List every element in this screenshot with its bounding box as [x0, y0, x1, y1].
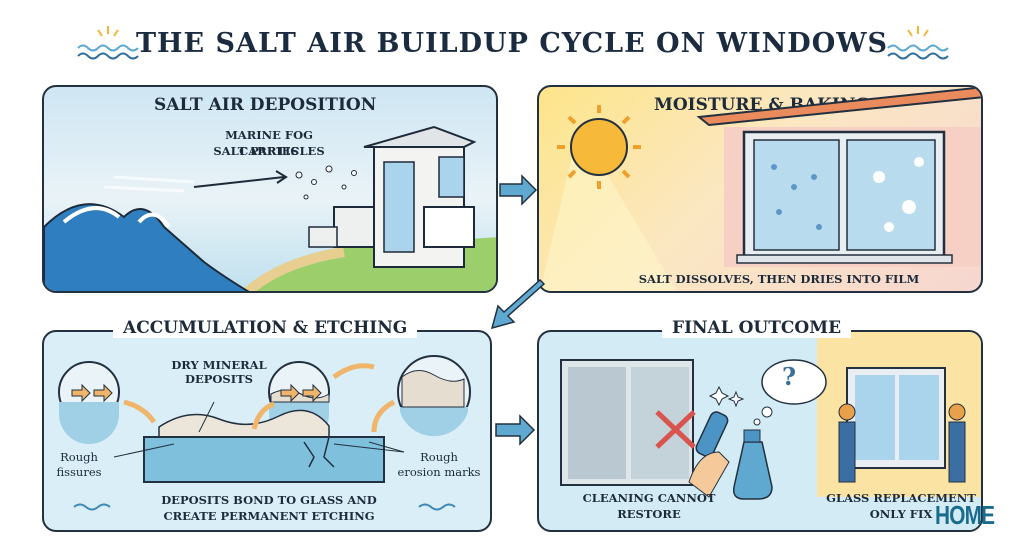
panel-moisture-baking: MOISTURE & BAKING SALT DISSOLVES, THEN D…	[537, 85, 983, 293]
caption-line: ONLY FIX	[869, 507, 933, 521]
worker-icon	[838, 403, 856, 483]
caption-line: CLEANING CANNOT	[582, 491, 716, 505]
caption-line: MARINE FOG CARRIES	[225, 128, 313, 158]
watermark-logo: HOME	[935, 500, 995, 530]
label-line: Rough	[60, 450, 98, 464]
caption-line: GLASS REPLACEMENT	[826, 491, 976, 505]
question-mark: ?	[782, 362, 797, 391]
label-line: DEPOSITS	[185, 372, 253, 386]
brush-icon	[695, 411, 729, 458]
panel-caption: SALT DISSOLVES, THEN DRIES INTO FILM	[638, 272, 920, 286]
coastal-scene-illustration	[44, 125, 496, 291]
page-title: THE SALT AIR BUILDUP CYCLE ON WINDOWS	[135, 28, 889, 59]
panel-salt-air-deposition: SALT AIR DEPOSITION MARINE FOG CARRIES S…	[42, 85, 498, 293]
caption-glass-replacement-only-fix: GLASS REPLACEMENT ONLY FIX	[821, 490, 981, 522]
panel-title: ACCUMULATION & ETCHING	[113, 318, 418, 338]
panel-title: SALT AIR DEPOSITION	[154, 95, 377, 115]
worker-icon	[948, 403, 966, 483]
spray-bottle-icon	[732, 429, 773, 500]
waves-sun-icon-right	[887, 26, 949, 60]
flow-arrow-right	[495, 414, 536, 446]
panel-title: FINAL OUTCOME	[662, 318, 852, 338]
thought-bubble-icon	[753, 359, 827, 426]
label-line: DRY MINERAL	[171, 358, 267, 372]
caption-line: SALT PARTICLES	[213, 144, 325, 158]
panel-final-outcome: ? CLEANING CANNOT RESTORE GLASS REPLACEME…	[537, 330, 983, 532]
cross-icon	[655, 410, 696, 449]
sun-icon	[557, 105, 641, 189]
caption-line: DEPOSITS BOND TO GLASS AND	[161, 493, 377, 507]
etching-illustration	[58, 355, 471, 511]
panel-caption: DEPOSITS BOND TO GLASS AND CREATE PERMANE…	[134, 492, 404, 524]
waves-sun-icon-left	[77, 26, 139, 60]
flow-arrow-down-left	[490, 278, 546, 330]
label-line: Rough	[420, 450, 458, 464]
flow-arrow-right	[499, 174, 538, 206]
label-line: erosion marks	[397, 465, 481, 479]
label-line: fissures	[56, 465, 102, 479]
sun-and-window-illustration	[539, 87, 981, 291]
sparkle-icon	[708, 385, 745, 408]
caption-cleaning-cannot-restore: CLEANING CANNOT RESTORE	[559, 490, 739, 522]
caption-line: CREATE PERMANENT ETCHING	[163, 509, 375, 523]
outcome-illustration	[560, 359, 966, 500]
caption-line: RESTORE	[617, 507, 681, 521]
